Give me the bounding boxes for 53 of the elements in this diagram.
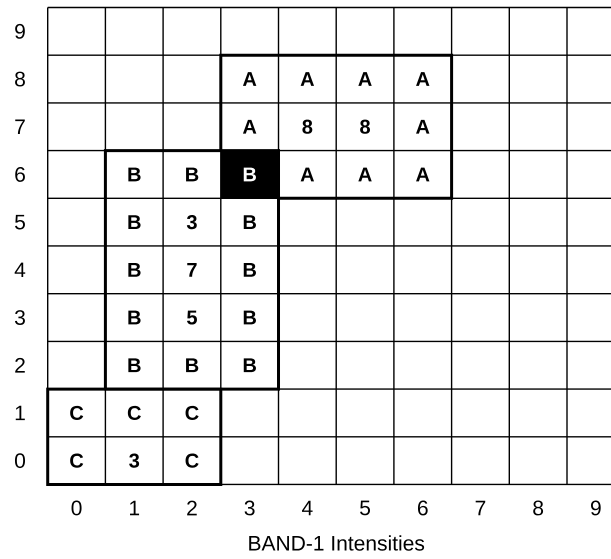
cell-value: A [416, 120, 430, 134]
cell-value: B [128, 168, 141, 182]
cell-value: A [300, 72, 314, 86]
tick-label: 8 [533, 500, 544, 516]
cell-value: 3 [129, 454, 140, 468]
cell-value: B [128, 215, 141, 230]
cell-value: B [244, 215, 256, 230]
cell-value: C [70, 454, 84, 468]
cell-value: 3 [186, 215, 197, 230]
cell-value: B [128, 262, 141, 277]
tick-label: 3 [244, 500, 255, 516]
cell-value: B [244, 262, 256, 277]
cell-value: 5 [187, 310, 197, 324]
cell-value: B [244, 358, 256, 372]
tick-label: 6 [418, 500, 428, 516]
tick-label: 4 [14, 262, 26, 278]
tick-label: 5 [360, 500, 370, 516]
cell-value: A [416, 72, 430, 86]
cell-value: C [70, 406, 84, 420]
cell-value: B [244, 310, 256, 324]
cell-value: C [128, 406, 141, 420]
cell-value: A [358, 72, 372, 86]
axis-title: BAND-1 Intensities [249, 535, 424, 551]
cell-value: A [242, 72, 256, 86]
tick-label: 9 [15, 24, 25, 39]
cell-value: A [300, 168, 314, 182]
tick-label: 6 [15, 167, 25, 182]
cell-value: A [416, 168, 430, 182]
highlighted-cell: B [220, 150, 278, 198]
tick-label: 1 [16, 406, 25, 420]
cell-value: C [186, 454, 199, 468]
tick-label: 5 [15, 214, 25, 230]
tick-label: 8 [15, 72, 25, 86]
tick-label: 9 [591, 500, 601, 516]
tick-label: 0 [72, 500, 82, 516]
cell-value: 7 [187, 262, 197, 277]
cell-value: B [128, 358, 141, 372]
tick-label: 2 [187, 500, 197, 516]
tick-label: 7 [15, 120, 25, 134]
cell-value: B [186, 168, 198, 182]
cell-value: B [186, 358, 198, 372]
cell-value: A [358, 168, 372, 182]
tick-label: 7 [476, 500, 486, 516]
cell-value: 8 [360, 120, 370, 134]
tick-label: 0 [14, 453, 26, 468]
tick-label: 1 [130, 500, 140, 516]
cell-value: 8 [302, 120, 312, 134]
tick-label: 4 [302, 500, 313, 516]
cell-value: A [242, 120, 256, 134]
tick-label: 3 [14, 310, 25, 325]
cell-value: C [186, 406, 199, 420]
tick-label: 2 [15, 358, 25, 373]
cell-value: B [128, 310, 141, 324]
